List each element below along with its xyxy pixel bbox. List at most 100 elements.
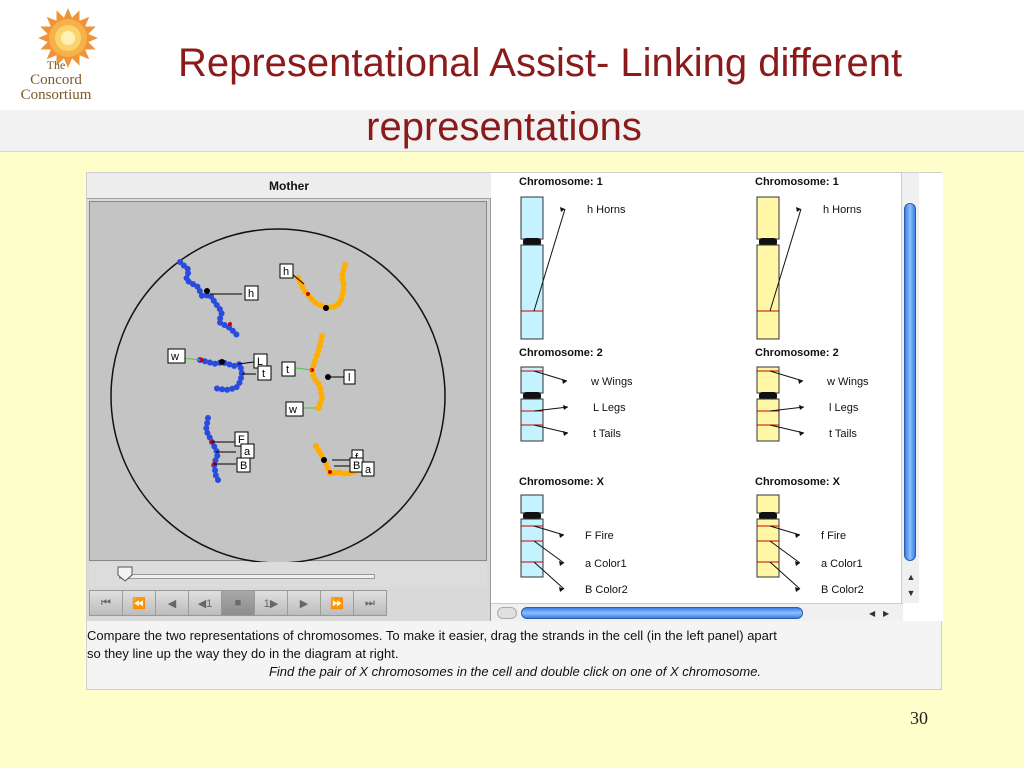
- cell-membrane: [110, 228, 446, 562]
- gene-label: a Color1: [585, 558, 627, 570]
- chromosome-lower-arm[interactable]: [756, 398, 780, 442]
- play-button[interactable]: ▶: [288, 591, 321, 615]
- strand-blue-chromosome-x[interactable]: [203, 415, 223, 487]
- timeline-slider[interactable]: [89, 563, 487, 587]
- strand-orange-chromosome-2[interactable]: [309, 333, 325, 413]
- gene-pointer-line: [769, 561, 801, 590]
- strand-blue-chromosome-2[interactable]: [197, 357, 245, 393]
- cell-view[interactable]: h h w L t: [89, 201, 488, 562]
- page-number: 30: [910, 708, 928, 728]
- instructions: Compare the two representations of chrom…: [87, 625, 943, 691]
- scroll-up-arrow-icon[interactable]: ▲: [906, 572, 916, 582]
- gene-tag-h-blue[interactable]: [244, 285, 259, 301]
- chromosome-title: Chromosome: 2: [755, 347, 839, 359]
- slider-thumb-icon[interactable]: [117, 566, 133, 582]
- skip-to-end-button[interactable]: ⏭: [354, 591, 386, 615]
- gene-marker: [200, 358, 204, 362]
- chromosome-title: Chromosome: X: [519, 476, 605, 488]
- gene-pointer-line: [769, 540, 801, 564]
- centromere-dot: [321, 457, 327, 463]
- chromosome-lower-arm[interactable]: [756, 244, 780, 340]
- gene-pointer-arrow: [563, 431, 568, 436]
- centromere-dot: [323, 305, 329, 311]
- gene-tag-B-blue[interactable]: [236, 457, 251, 473]
- skip-back-icon: ⏮: [101, 596, 111, 609]
- logo-word-consortium: Consortium: [20, 87, 92, 103]
- panel-title-mother: Mother: [87, 173, 491, 199]
- gene-label: t Tails: [593, 428, 621, 440]
- gene-pointer-arrow: [560, 207, 565, 212]
- gene-link-line: [237, 361, 255, 365]
- fast-forward-icon: ⏩: [330, 597, 344, 610]
- chromosome-lower-arm[interactable]: [520, 244, 544, 340]
- cell-drawing[interactable]: h h w L t: [90, 202, 488, 562]
- gene-pointer-arrow: [559, 561, 564, 566]
- gene-pointer-line: [533, 540, 565, 564]
- centromere: [523, 238, 541, 246]
- slider-track[interactable]: [119, 574, 375, 579]
- horizontal-scroll-thumb[interactable]: [521, 607, 803, 619]
- strand-blue-chromosome-1[interactable]: [177, 259, 240, 338]
- vertical-scroll-thumb[interactable]: [904, 203, 916, 561]
- gene-tag-w-blue[interactable]: [167, 348, 186, 364]
- gene-tag-a-orange[interactable]: [361, 461, 375, 477]
- slide-title-band: [0, 110, 1024, 152]
- back-one-icon: ◀1: [197, 597, 213, 610]
- gene-tag-h-orange[interactable]: [279, 263, 294, 279]
- chromosome-upper-arm[interactable]: [520, 494, 544, 514]
- chromosome-upper-arm[interactable]: [756, 494, 780, 514]
- gene-tag-label: t: [262, 368, 265, 380]
- centromere-dot: [219, 359, 225, 365]
- forward-one-button[interactable]: 1▶: [255, 591, 288, 615]
- fast-forward-button[interactable]: ⏩: [321, 591, 354, 615]
- gene-pointer-arrow: [562, 379, 567, 384]
- centromere: [759, 512, 777, 520]
- gene-tag-label: w: [288, 404, 297, 416]
- gene-marker: [228, 322, 232, 326]
- gene-pointer-arrow: [559, 533, 564, 538]
- gene-tag-w-orange[interactable]: [285, 401, 304, 417]
- gene-pointer-arrow: [799, 405, 804, 410]
- scroll-down-arrow-icon[interactable]: ▼: [906, 588, 916, 598]
- vertical-scrollbar[interactable]: ▲ ▼: [901, 173, 919, 603]
- play-back-icon: ◀: [167, 597, 177, 610]
- gene-marker: [328, 470, 332, 474]
- back-one-button[interactable]: ◀1: [189, 591, 222, 615]
- gene-tag-label: a: [365, 464, 372, 476]
- gene-label: w Wings: [826, 376, 869, 388]
- step-back-button[interactable]: ◀: [156, 591, 189, 615]
- gene-pointer-line: [533, 406, 569, 412]
- fast-rewind-button[interactable]: ⏪: [123, 591, 156, 615]
- gene-label: w Wings: [590, 376, 633, 388]
- instruction-line-2: so they line up the way they do in the d…: [87, 646, 399, 661]
- gene-tag-t-orange[interactable]: [281, 361, 296, 377]
- rewind-to-start-button[interactable]: ⏮: [90, 591, 123, 615]
- gene-tag-l-orange[interactable]: [343, 369, 356, 385]
- chromosome-lower-arm[interactable]: [520, 398, 544, 442]
- chromosome-upper-arm[interactable]: [520, 196, 544, 240]
- horizontal-scrollbar[interactable]: [491, 603, 903, 621]
- gene-pointer-line: [533, 424, 569, 434]
- scroll-right-arrow-icon[interactable]: ▶: [883, 609, 890, 618]
- fast-rewind-icon: ⏪: [132, 597, 146, 610]
- gene-tag-label: B: [353, 460, 360, 472]
- gene-label: h Horns: [823, 204, 862, 216]
- stop-icon: ■: [234, 597, 242, 609]
- chromosome-upper-arm[interactable]: [756, 196, 780, 240]
- gene-pointer-line: [769, 406, 805, 412]
- stop-button[interactable]: ■: [222, 591, 255, 615]
- gene-tag-t-blue[interactable]: [257, 365, 272, 381]
- scroll-track-cap: [497, 607, 517, 619]
- concord-sun-logo-icon: [38, 8, 98, 68]
- logo-word-concord: Concord: [30, 72, 82, 88]
- gene-label: h Horns: [587, 204, 626, 216]
- gene-tag-label: F: [238, 434, 245, 446]
- gene-pointer-arrow: [798, 379, 803, 384]
- playback-controls: ⏮ ⏪ ◀ ◀1 ■ 1▶▶ ⏩ ⏭: [89, 590, 387, 616]
- skip-forward-icon: ⏭: [365, 596, 375, 609]
- gene-marker: [306, 292, 310, 296]
- gene-tag-label: t: [286, 364, 289, 376]
- gene-pointer-arrow: [559, 587, 564, 592]
- scroll-left-arrow-icon[interactable]: ◀: [869, 609, 876, 618]
